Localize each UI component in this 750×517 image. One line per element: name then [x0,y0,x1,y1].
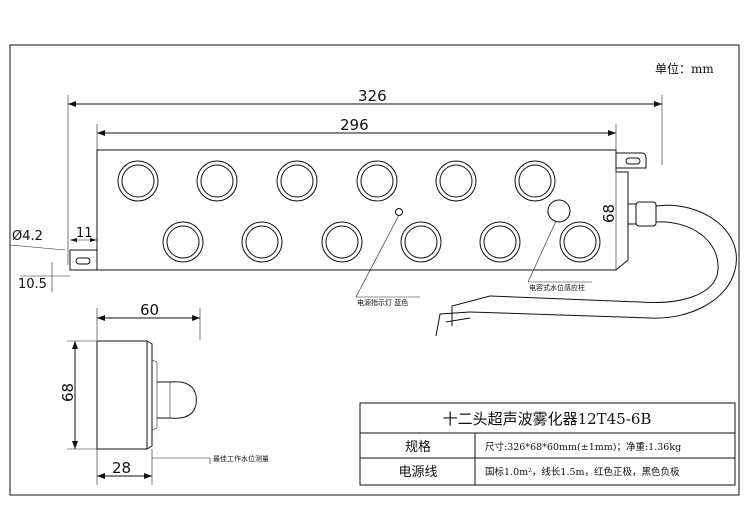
side-body [96,340,148,450]
side-dim-height-label: 68 [59,383,77,402]
dim-tab-width-label: 11 [76,226,93,241]
drawing-frame [9,44,740,496]
water-level-sensor [547,199,571,223]
side-dim-bottom-label: 28 [112,459,131,477]
callout-water-level-label: 最佳工作水位测量 [213,454,269,463]
atomizer-head [241,221,283,263]
side-cable-plug [157,381,197,419]
dim-height-label: 68 [600,204,618,223]
power-cable [435,201,737,337]
spec-table: 十二头超声波雾化器12T45-6B 规格 尺寸:326*68*60mm(±1mm… [359,402,736,486]
atomizer-head [117,160,159,202]
atomizer-head [276,160,318,202]
atomizer-head [435,160,477,202]
atomizer-head [479,221,521,263]
side-view: 60 68 28 最佳工作水位测量 [59,301,269,485]
spec-row-label: 电源线 [398,465,437,480]
spec-row-value: 国标1.0m²，线长1.5m，红色正极，黑色负极 [485,466,680,478]
mounting-tab-right [616,152,647,169]
atomizer-head [400,221,442,263]
atomizer-head [321,221,363,263]
atomizer-head [514,160,556,202]
spec-row-label: 规格 [405,439,431,455]
mounting-tab-left [69,249,97,271]
dim-hole-label: Ø4.2 [12,229,43,244]
atomizer-head [162,221,204,263]
spec-table-title: 十二头超声波雾化器12T45-6B [443,410,652,428]
unit-label: 单位：mm [655,61,714,76]
atomizer-heads [117,160,601,263]
dim-tab-offset-label: 10.5 [18,277,47,292]
power-indicator-led [395,208,403,216]
dim-overall-label: 326 [358,87,387,105]
dim-inner-label: 296 [340,116,369,134]
callout-sensor-label: 电容式水位感应柱 [529,283,585,292]
callout-indicator-label: 电源指示灯 蓝色 [357,298,408,307]
atomizer-head [559,221,601,263]
atomizer-head [196,160,238,202]
atomizer-head [356,160,398,202]
side-dim-depth-label: 60 [140,301,159,319]
spec-row-value: 尺寸:326*68*60mm(±1mm)；净重:1.36kg [485,441,681,453]
top-view: 326 296 68 [9,87,737,337]
